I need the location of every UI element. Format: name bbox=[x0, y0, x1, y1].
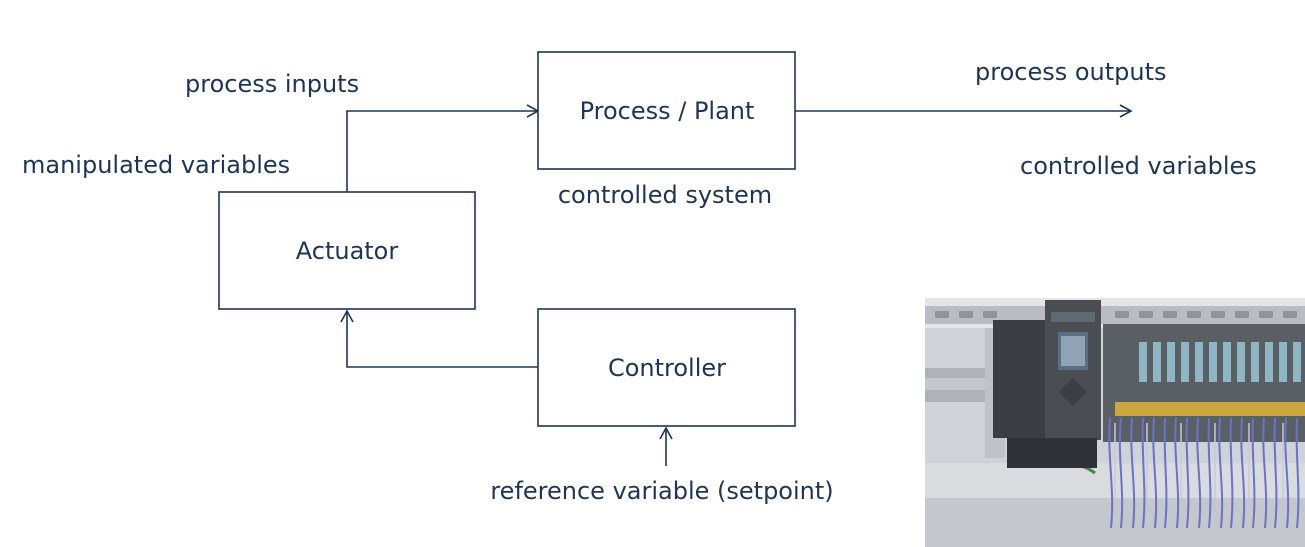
process-inputs-label: process inputs bbox=[185, 70, 359, 98]
actuator-block-label: Actuator bbox=[296, 237, 399, 265]
controller-block: Controller bbox=[537, 308, 796, 427]
process-block-label: Process / Plant bbox=[580, 97, 755, 125]
plc-cabinet-photo bbox=[925, 298, 1305, 547]
actuator-block: Actuator bbox=[218, 191, 476, 310]
controlled-system-label: controlled system bbox=[558, 181, 772, 209]
actuator-to-process-arrow bbox=[346, 104, 540, 192]
controller-block-label: Controller bbox=[608, 354, 726, 382]
process-block: Process / Plant bbox=[537, 51, 796, 170]
manipulated-variables-label: manipulated variables bbox=[22, 151, 290, 179]
reference-variable-label: reference variable (setpoint) bbox=[490, 477, 833, 505]
controller-to-actuator-arrow bbox=[340, 309, 538, 368]
controlled-variables-label: controlled variables bbox=[1020, 152, 1257, 180]
process-outputs-label: process outputs bbox=[975, 58, 1167, 86]
